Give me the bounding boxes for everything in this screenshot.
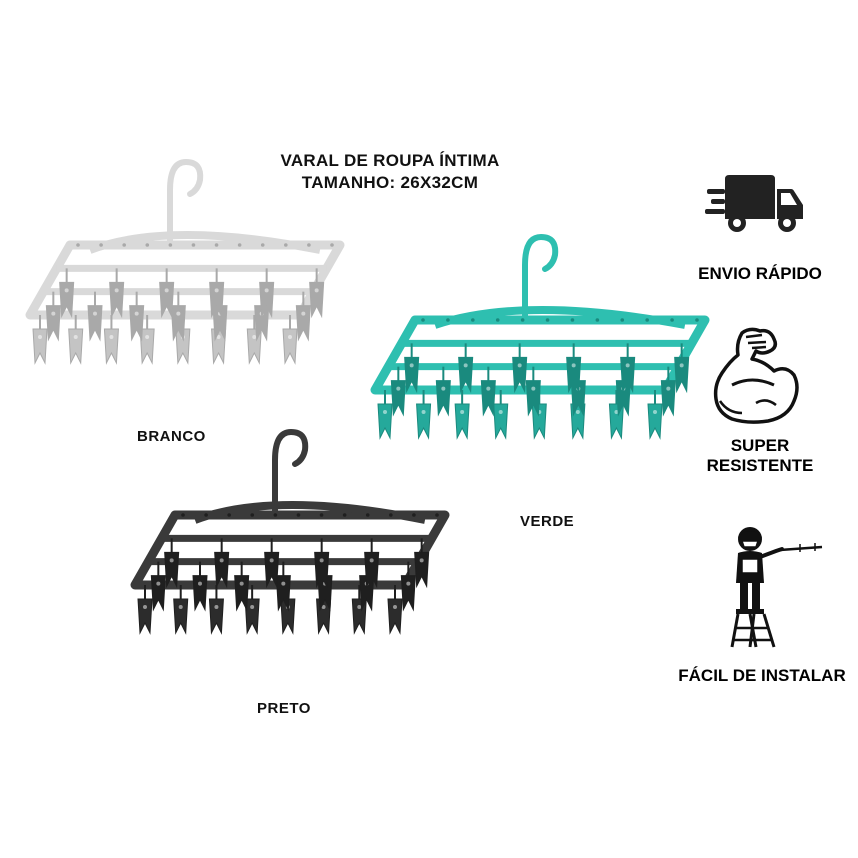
feature-label-envio: ENVIO RÁPIDO (698, 264, 822, 283)
feature-label-resistente-line-1: SUPER (730, 436, 790, 455)
flexed-arm-icon (713, 327, 799, 424)
variant-label-verde: VERDE (520, 513, 575, 530)
variant-label-preto: PRETO (257, 700, 311, 717)
title-line-1: VARAL DE ROUPA ÍNTIMA (280, 151, 500, 170)
worker-on-ladder-icon (730, 527, 823, 648)
delivery-truck-icon (705, 175, 803, 232)
feature-label-resistente: SUPER RESISTENTE (680, 436, 840, 476)
product-title: VARAL DE ROUPA ÍNTIMA TAMANHO: 26X32CM (240, 150, 540, 194)
title-line-2: TAMANHO: 26X32CM (301, 173, 479, 192)
feature-label-resistente-line-2: RESISTENTE (706, 456, 814, 475)
hanger-image-white (25, 158, 345, 365)
feature-label-instalar: FÁCIL DE INSTALAR (678, 666, 846, 685)
variant-label-branco: BRANCO (137, 428, 206, 445)
hanger-image-green (370, 233, 710, 440)
hanger-image-black (130, 428, 450, 635)
